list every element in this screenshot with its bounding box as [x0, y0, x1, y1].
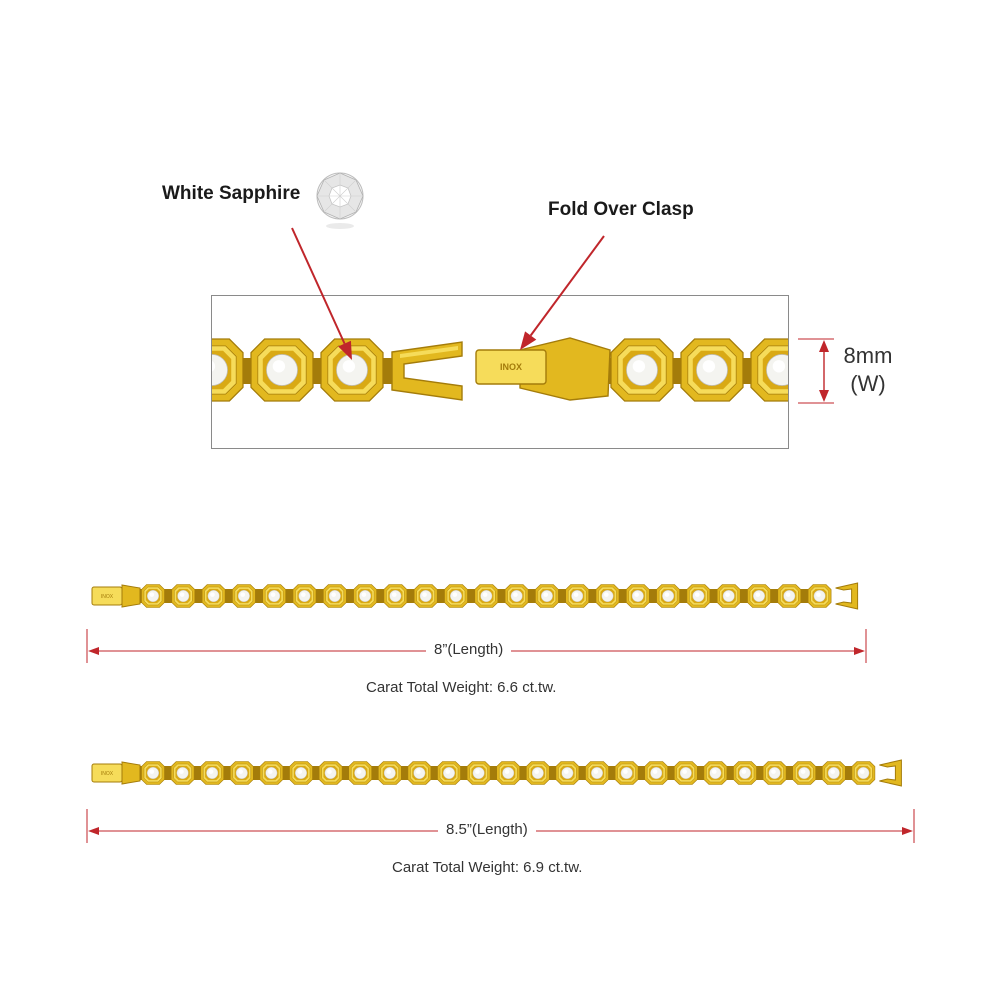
- link-with-sapphire: [851, 761, 876, 785]
- bracelet-strip-2: INOX: [91, 759, 902, 787]
- clasp-engraving: INOX: [500, 362, 522, 372]
- link-with-sapphire: [413, 584, 438, 608]
- link-with-sapphire: [170, 761, 195, 785]
- link-with-sapphire: [807, 584, 832, 608]
- link-with-sapphire: [292, 584, 317, 608]
- bracelet-clasp-engraving: INOX: [101, 594, 114, 600]
- clasp-plate: [475, 349, 547, 385]
- fold-over-clasp: INOX: [475, 337, 611, 401]
- link-with-sapphire: [821, 761, 846, 785]
- link-with-sapphire: [289, 761, 313, 785]
- link-with-sapphire: [444, 584, 468, 608]
- bracelet-end-hook: [835, 582, 859, 610]
- link-with-sapphire: [703, 761, 728, 785]
- bracelet-strip-1: INOX: [91, 582, 859, 610]
- link-with-sapphire: [595, 584, 620, 608]
- link-with-sapphire: [504, 584, 529, 608]
- link-with-sapphire: [625, 584, 650, 608]
- link-with-sapphire: [353, 584, 377, 608]
- link-with-sapphire: [565, 584, 590, 608]
- link-with-sapphire: [141, 761, 165, 785]
- link-with-sapphire: [322, 584, 347, 608]
- link-with-sapphire: [585, 761, 609, 785]
- link-with-sapphire: [141, 584, 165, 608]
- link-with-sapphire: [525, 761, 550, 785]
- link-with-sapphire: [614, 761, 639, 785]
- link-with-sapphire: [644, 761, 669, 785]
- link-with-sapphire: [496, 761, 521, 785]
- link-with-sapphire: [230, 761, 254, 785]
- link-with-sapphire: [762, 761, 787, 785]
- link-with-sapphire: [407, 761, 432, 785]
- link-with-sapphire: [320, 338, 384, 402]
- bracelet-clasp: INOX: [91, 761, 141, 785]
- link-with-sapphire: [377, 761, 402, 785]
- link-with-sapphire: [733, 761, 757, 785]
- width-value: 8mm: [843, 343, 893, 368]
- stone-callout-arrow: [291, 227, 352, 360]
- carat-weight-8in: Carat Total Weight: 6.6 ct.tw.: [366, 679, 557, 696]
- bracelet-end-hook: [879, 759, 902, 787]
- link-with-sapphire: [232, 584, 256, 608]
- link-with-sapphire: [747, 584, 771, 608]
- link-with-sapphire: [212, 338, 244, 402]
- link-with-sapphire: [656, 584, 680, 608]
- link-with-sapphire: [171, 584, 196, 608]
- clasp-callout-arrow: [520, 235, 605, 350]
- white-sapphire-label: White Sapphire: [162, 183, 301, 204]
- width-dimension-marker: [798, 338, 834, 404]
- link-with-sapphire: [673, 761, 698, 785]
- link-with-sapphire: [680, 338, 744, 402]
- link-with-sapphire: [750, 338, 788, 402]
- carat-weight-8-5in: Carat Total Weight: 6.9 ct.tw.: [392, 859, 583, 876]
- bracelet-clasp-engraving: INOX: [101, 771, 114, 777]
- link-with-sapphire: [259, 761, 284, 785]
- sapphire-stone: [212, 354, 228, 386]
- length-label-8-5in: 8.5”(Length): [438, 821, 536, 838]
- link-with-sapphire: [250, 338, 314, 402]
- bracelet-clasp: INOX: [91, 584, 141, 608]
- link-with-sapphire: [200, 761, 224, 785]
- link-with-sapphire: [348, 761, 373, 785]
- link-with-sapphire: [318, 761, 343, 785]
- link-with-sapphire: [555, 761, 580, 785]
- link-with-sapphire: [716, 584, 741, 608]
- link-with-sapphire: [535, 584, 559, 608]
- link-with-sapphire: [437, 761, 461, 785]
- link-with-sapphire: [383, 584, 408, 608]
- clasp-hook: [391, 341, 463, 401]
- closeup-chain: INOX: [212, 337, 788, 402]
- link-with-sapphire: [201, 584, 226, 608]
- fold-over-clasp-label: Fold Over Clasp: [548, 199, 694, 220]
- link-with-sapphire: [474, 584, 499, 608]
- link-with-sapphire: [686, 584, 711, 608]
- length-label-8in: 8”(Length): [426, 641, 512, 658]
- link-with-sapphire: [262, 584, 287, 608]
- width-unit: (W): [850, 371, 886, 396]
- link-with-sapphire: [777, 584, 802, 608]
- link-with-sapphire: [792, 761, 817, 785]
- link-with-sapphire: [466, 761, 491, 785]
- link-with-sapphire: [610, 338, 674, 402]
